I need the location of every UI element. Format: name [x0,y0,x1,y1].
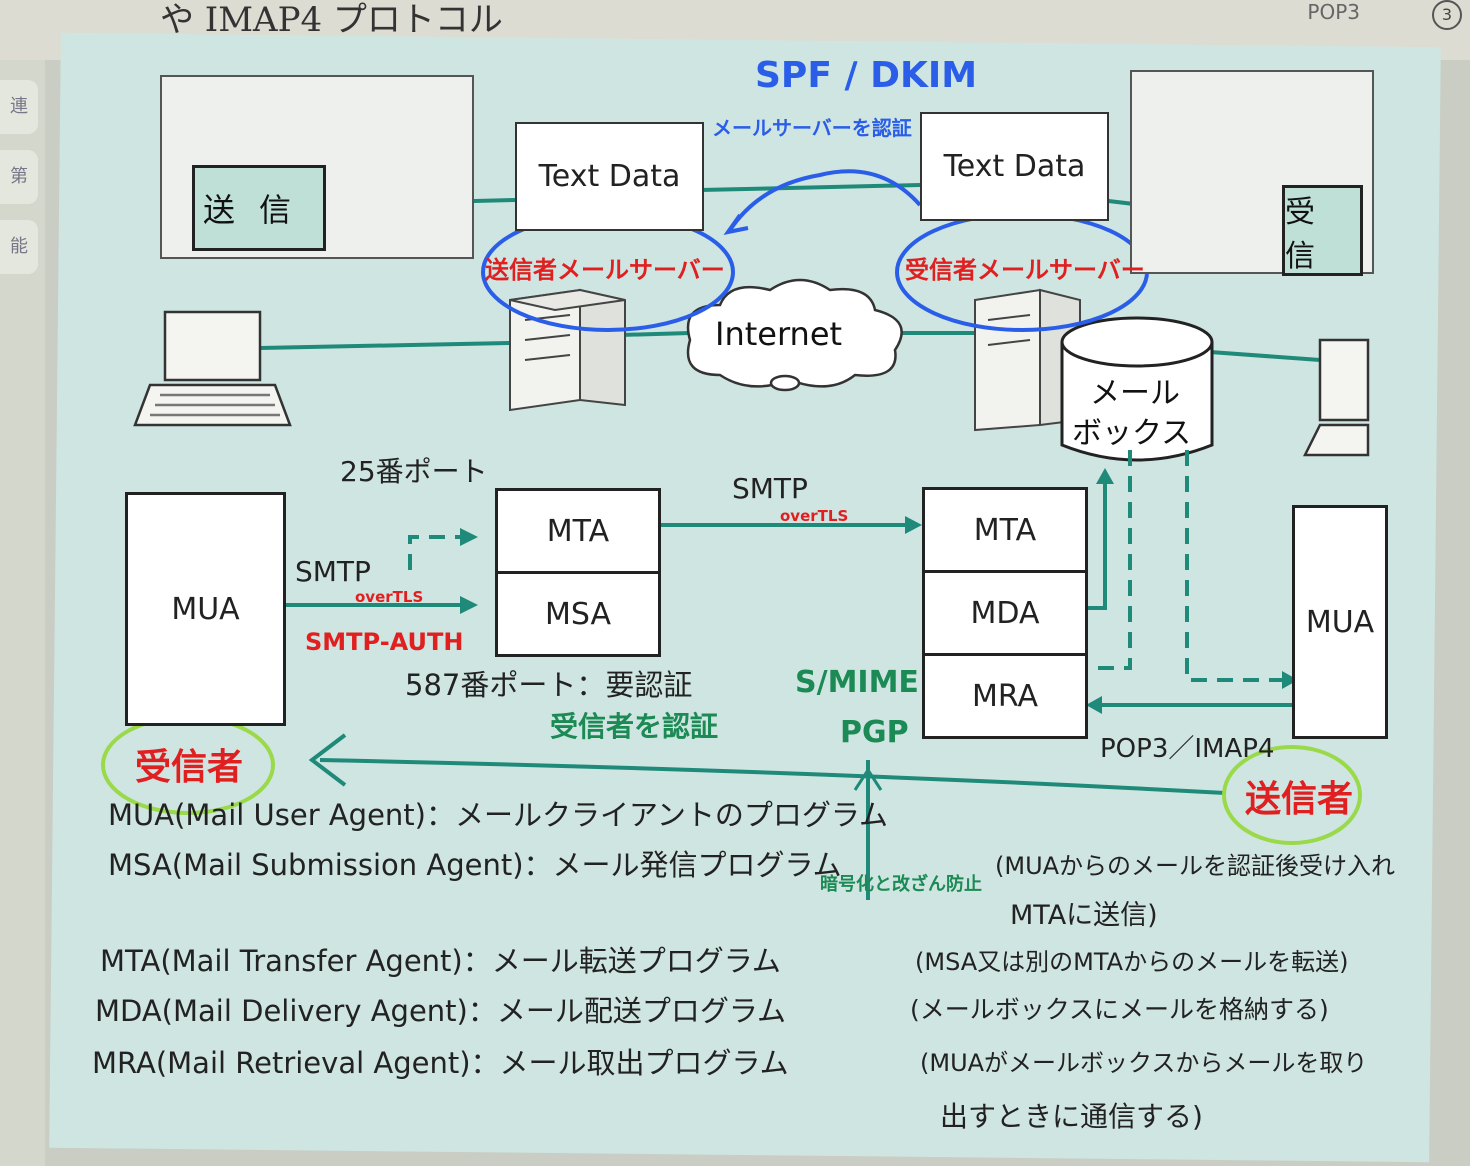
def-mta-note: (MSA又は別のMTAからのメールを転送) [915,948,1349,976]
laptop-left-icon [133,310,292,427]
receiver-server-note: 受信者メールサーバー [905,256,1145,284]
corner-text: POP3 [1307,0,1360,24]
pgp-arrowhead [853,767,883,791]
mua-left-label: MUA [171,591,240,627]
mta-right-cell: MTA [925,490,1085,573]
mua-right-label: MUA [1305,604,1375,640]
overtls-left-note: overTLS [355,588,424,606]
strip-tab-3: 能 [0,220,38,274]
mda-label: MDA [970,595,1040,631]
def-mra-note: (MUAがメールボックスからメールを取り [920,1049,1368,1077]
tamper-note: 暗号化と改ざん防止 [820,874,982,895]
def-mda: MDA(Mail Delivery Agent)：メール配送プログラム [95,988,786,1030]
def-mra: MRA(Mail Retrieval Agent)：メール取出プログラム [92,1040,789,1082]
def-mra-text: MRA(Mail Retrieval Agent)：メール取出プログラム [92,1046,789,1080]
strip-tab-2: 第 [0,150,38,204]
pgp-note: PGP [840,715,909,750]
left-tab-strip: 連 第 能 [0,60,45,1166]
send-box: 送信 [192,165,326,251]
text-data-left-label: Text Data [538,159,681,194]
page-number-circle: 3 [1432,0,1462,30]
sender-server-note: 送信者メールサーバー [485,256,725,284]
receive-box: 受信 [1282,185,1363,276]
def-mua-text: MUA(Mail User Agent)：メールクライアントのプログラム [108,798,888,832]
internet-label: Internet [715,315,843,353]
mua-left-box: MUA [125,492,286,726]
def-msa-note-2: MTAに送信) [1010,900,1158,931]
mta-right-label: MTA [973,512,1037,548]
text-data-left: Text Data [515,122,704,231]
overtls-top-note: overTLS [780,507,849,525]
sender-arrowhead [308,733,347,787]
def-mda-text: MDA(Mail Delivery Agent)：メール配送プログラム [95,994,786,1028]
mda-cell: MDA [925,573,1085,656]
receiver-note: 受信者 [135,747,244,788]
internet-cloud-icon [686,278,903,392]
text-data-right: Text Data [920,112,1109,221]
msa-cell: MSA [498,574,658,654]
port25-label: 25番ポート [340,455,488,488]
port587-label: 587番ポート：要認証 [405,668,693,702]
def-mua: MUA(Mail User Agent)：メールクライアントのプログラム [108,792,888,834]
text-data-right-label: Text Data [943,149,1086,184]
mua-right-box: MUA [1292,505,1388,739]
page-header-text: や IMAP4 プロトコル [160,0,503,40]
def-mda-note: (メールボックスにメールを格納する) [910,995,1329,1024]
mta-mda-mra-stack: MTA MDA MRA [922,487,1088,739]
strip-tab-1: 連 [0,80,38,134]
sender-note: 送信者 [1245,779,1354,820]
def-msa: MSA(Mail Submission Agent)：メール発信プログラム [108,842,842,884]
smtp-auth-note: SMTP-AUTH [305,628,464,656]
mta-msa-stack: MTA MSA [495,488,661,657]
mailbox-label-1: メール [1090,376,1180,411]
def-msa-note: (MUAからのメールを認証後受け入れ [995,852,1396,880]
send-label: 送信 [202,191,315,229]
smtp-top-label: SMTP [732,472,808,505]
auth-receiver-note: 受信者を認証 [550,710,719,743]
mra-cell: MRA [925,656,1085,736]
def-mta: MTA(Mail Transfer Agent)：メール転送プログラム [100,938,781,980]
msa-label: MSA [544,596,611,632]
smtp-left-label: SMTP [295,555,371,588]
server-left-icon [509,288,626,412]
smime-note: S/MIME [795,665,919,700]
receive-label: 受信 [1285,194,1323,274]
def-mta-text: MTA(Mail Transfer Agent)：メール転送プログラム [100,944,781,978]
mailbox-cylinder-icon [1060,316,1214,462]
mailbox-label-2: ボックス [1072,416,1192,451]
spf-dkim-note: SPF / DKIM [755,55,978,96]
def-mra-note-2: 出すときに通信する) [940,1100,1203,1133]
def-msa-text: MSA(Mail Submission Agent)：メール発信プログラム [108,848,842,882]
mra-label: MRA [971,678,1039,714]
mta-left-cell: MTA [498,491,658,574]
server-auth-note: メールサーバーを認証 [712,116,912,140]
mta-left-label: MTA [546,513,610,549]
pop-imap-label: POP3／IMAP4 [1100,734,1275,764]
laptop-right-icon [1302,338,1370,457]
